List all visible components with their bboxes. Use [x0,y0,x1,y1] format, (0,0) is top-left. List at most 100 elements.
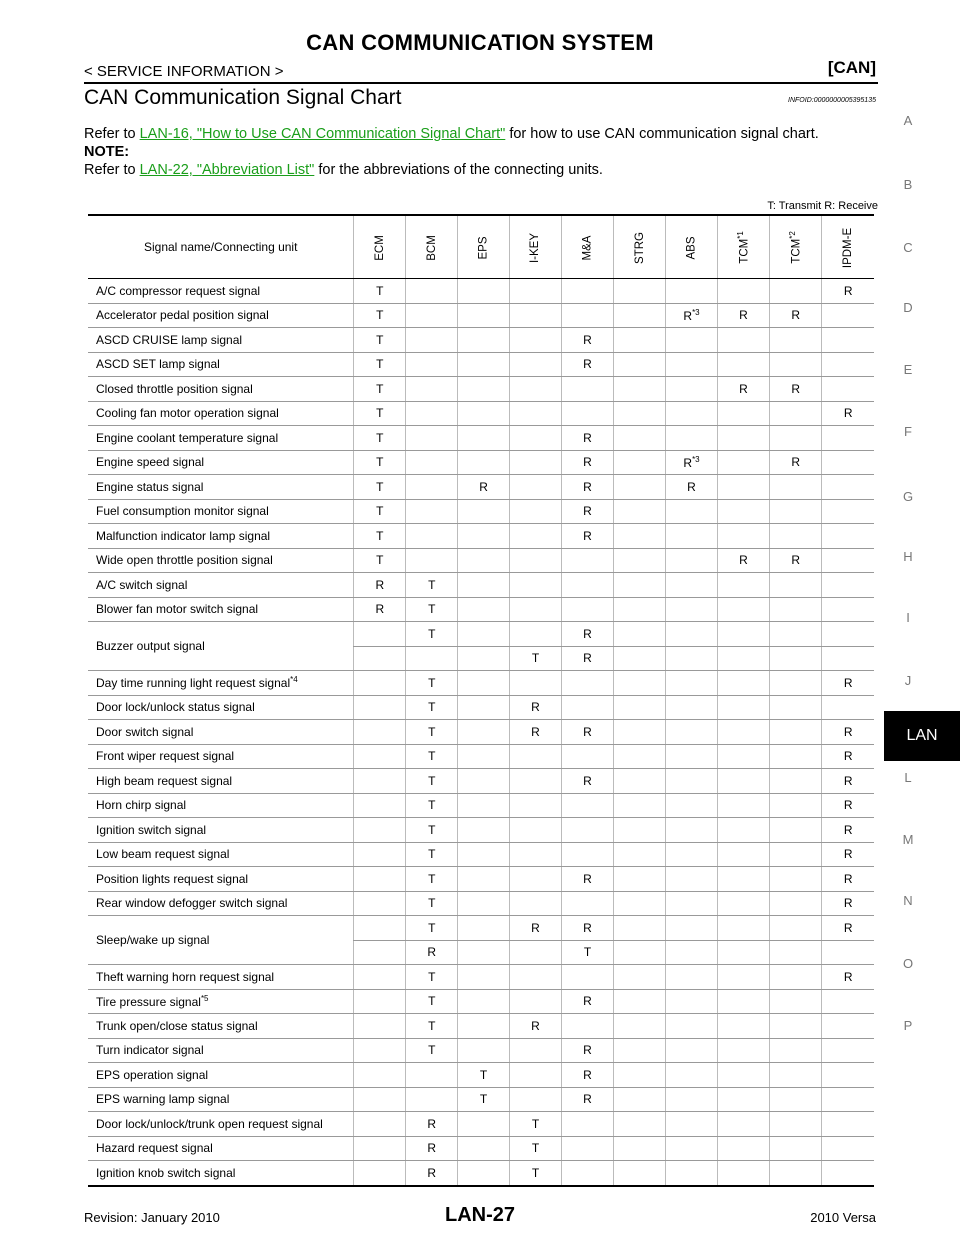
side-index-o[interactable]: O [902,956,914,971]
signal-cell: R [405,1160,458,1187]
signal-cell [612,450,666,475]
side-index-h[interactable]: H [903,549,913,564]
signal-cell [665,719,718,745]
signal-cell [769,866,822,892]
signal-cell [353,817,406,843]
signal-cell [821,474,874,500]
signal-cell [508,474,562,500]
signal-cell: T [353,523,406,549]
signal-cell [457,1038,510,1063]
signal-cell [665,989,718,1014]
signal-cell [353,1160,406,1187]
signal-cell [508,425,562,451]
side-index-n[interactable]: N [903,893,913,908]
signal-cell [665,499,718,524]
signal-cell [769,744,822,769]
signal-cell [716,793,770,818]
table-row: Door lock/unlock/trunk open request sign… [88,1111,874,1137]
signal-cell [612,1062,666,1088]
signal-cell [561,1013,614,1039]
side-index-p[interactable]: P [903,1018,913,1033]
link-how-to-use[interactable]: LAN-16, "How to Use CAN Communication Si… [139,126,506,142]
signal-cell [405,425,458,451]
signal-cell [561,572,614,598]
signal-name: EPS operation signal [88,1062,354,1088]
signal-cell [821,989,874,1014]
signal-cell [821,1136,874,1161]
signal-cell [716,572,770,598]
signal-cell [353,891,406,916]
signal-cell [457,842,510,867]
signal-cell: R [405,940,458,965]
side-index-c[interactable]: C [903,240,913,255]
signal-cell [508,866,562,892]
signal-cell [665,1013,718,1039]
column-header-ipdm-e: IPDM-E [821,215,874,279]
signal-cell [769,1062,822,1088]
signal-cell [508,793,562,818]
signal-cell [508,817,562,843]
signal-cell [716,1087,770,1112]
signal-cell [612,695,666,720]
signal-cell: T [405,989,458,1014]
signal-cell: R [716,303,770,328]
signal-cell [716,866,770,892]
signal-cell [405,327,458,353]
signal-cell: R [561,523,614,549]
section-label: < SERVICE INFORMATION > [84,63,284,80]
side-index-m[interactable]: M [902,832,914,847]
header-rule [84,82,878,84]
signal-cell [612,646,666,671]
signal-cell [612,621,666,647]
signal-cell [405,1062,458,1088]
signal-cell [612,940,666,965]
signal-cell: R [353,572,406,598]
signal-cell: T [405,572,458,598]
signal-cell [612,891,666,916]
signal-cell [457,450,510,475]
signal-cell: R [561,450,614,475]
signal-name: A/C switch signal [88,572,354,598]
side-index-l[interactable]: L [904,770,912,785]
signal-cell: T [353,401,406,426]
side-index-f[interactable]: F [904,424,912,439]
side-index-e[interactable]: E [903,362,913,377]
signal-cell [508,842,562,867]
signal-cell [457,646,510,671]
signal-cell [665,278,718,304]
side-index-b[interactable]: B [903,177,913,192]
signal-cell [716,327,770,353]
signal-cell: T [405,744,458,769]
column-header-strg: STRG [612,215,666,279]
signal-cell: T [353,548,406,573]
signal-cell [508,572,562,598]
signal-name: Ignition switch signal [88,817,354,843]
signal-cell [561,817,614,843]
side-index-d[interactable]: D [903,300,913,315]
side-index-g[interactable]: G [902,489,914,504]
link-abbreviation-list[interactable]: LAN-22, "Abbreviation List" [139,162,315,178]
signal-cell [716,670,770,696]
column-header-m-a: M&A [561,215,614,279]
signal-cell [821,1160,874,1187]
signal-cell [716,1038,770,1063]
side-index-a[interactable]: A [903,113,913,128]
column-header-i-key: I-KEY [508,215,562,279]
signal-cell [612,744,666,769]
signal-cell [405,1087,458,1112]
signal-cell [612,425,666,451]
side-index-j[interactable]: J [904,673,912,688]
signal-name: High beam request signal [88,768,354,794]
side-index-i[interactable]: I [906,610,910,625]
side-index-lan-tab[interactable]: LAN [884,711,960,761]
